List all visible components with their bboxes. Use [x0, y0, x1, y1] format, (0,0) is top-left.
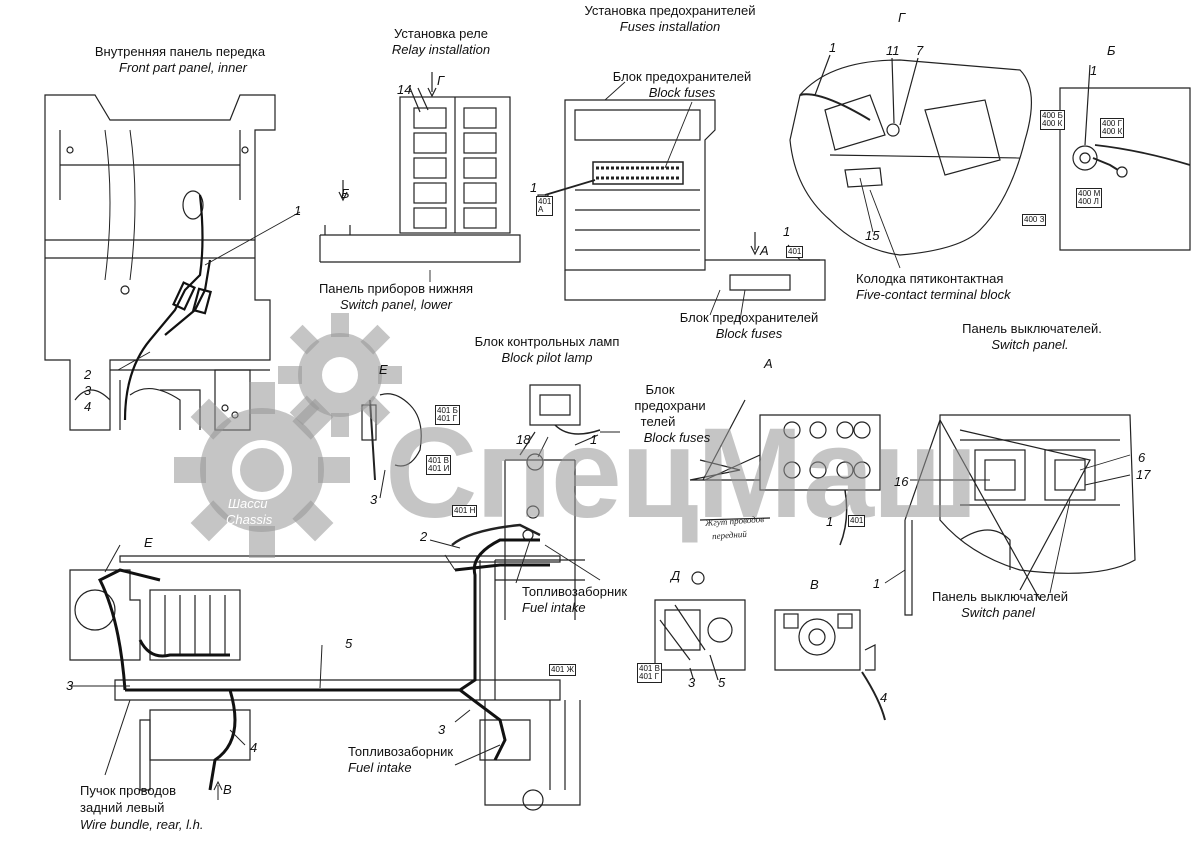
block-fuses-a-en: Block fuses [643, 430, 711, 445]
block-fuses-a-ru3: телей [640, 414, 676, 429]
callout-5-chassis: 5 [345, 636, 353, 651]
block-fuses-a-ru1: Блок [645, 382, 675, 397]
callout-4-front: 4 [84, 399, 92, 414]
callout-1-g: 1 [829, 40, 837, 55]
callout-14: 14 [397, 82, 412, 97]
block-fuses-bottom-en: Block fuses [715, 326, 783, 341]
chassis-drawing [69, 555, 581, 811]
view-e-left-letter: Е [144, 535, 153, 550]
wire-tag: 401 Ж [549, 664, 576, 676]
fuses-title-ru: Установка предохранителей [584, 3, 756, 18]
arrow-v-letter: В [223, 782, 232, 797]
fuel-intake-2-ru: Топливозаборник [348, 744, 454, 759]
switch-panel-dot-ru: Панель выключателей. [962, 321, 1102, 336]
switch-panel-bottom-en: Switch panel [961, 605, 1035, 620]
callout-6: 6 [1138, 450, 1146, 465]
view-b-drawing [1059, 64, 1191, 251]
block-fuses-top-ru: Блок предохранителей [612, 69, 752, 84]
callout-3-front: 3 [84, 383, 92, 398]
fuel-intake-2-en: Fuel intake [348, 760, 412, 775]
wire-tag: 401 [848, 515, 866, 527]
relay-title-ru: Установка реле [394, 26, 488, 41]
relay-drawing [319, 72, 521, 263]
wire-bundle-ru2: задний левый [80, 800, 165, 815]
fuel-intake-1-ru: Топливозаборник [522, 584, 628, 599]
callout-1-a: 1 [826, 514, 834, 529]
wire-tag: 400 М 400 Л [1076, 188, 1103, 208]
wire-tag: 401 Н [452, 505, 478, 517]
view-a-letter: А [764, 356, 773, 371]
switch-lower-en: Switch panel, lower [340, 297, 452, 312]
callout-11: 11 [886, 43, 900, 58]
switch-panel-bottom-ru: Панель выключателей [931, 589, 1069, 604]
front-panel-title-en: Front part panel, inner [119, 60, 247, 75]
view-v-drawing [774, 609, 886, 721]
view-g-letter: Г [898, 10, 906, 25]
view-b-letter: Б [1107, 43, 1116, 58]
callout-3-d: 3 [688, 675, 696, 690]
block-fuses-a-ru2: предохрани [634, 398, 706, 413]
callout-1-b: 1 [1090, 63, 1098, 78]
wire-bundle-en: Wire bundle, rear, l.h. [80, 817, 204, 832]
fuses-drawing [537, 99, 826, 301]
callout-3-chassis: 3 [66, 678, 74, 693]
callout-7: 7 [916, 43, 924, 58]
callout-18: 18 [516, 432, 531, 447]
callout-3-mid: 3 [370, 492, 378, 507]
callout-17: 17 [1136, 467, 1151, 482]
view-v-letter: В [810, 577, 819, 592]
callout-2-front: 2 [84, 367, 92, 382]
callout-1-fuse-b: 1 [783, 224, 791, 239]
watermark-text: СпецМаш [385, 402, 979, 545]
view-d-drawing [654, 571, 746, 681]
wire-tag: 401 A [536, 196, 554, 216]
callout-1-fuse: 1 [530, 180, 538, 195]
view-a-drawing [689, 399, 881, 546]
callout-1-lamp: 1 [590, 432, 598, 447]
callout-2-mid: 2 [420, 529, 428, 544]
switch-panel-dot-en: Switch panel. [991, 337, 1069, 352]
relay-title-en: Relay installation [391, 42, 491, 57]
callout-4-v: 4 [880, 690, 888, 705]
pilot-lamp-ru: Блок контрольных ламп [474, 334, 620, 349]
five-contact-ru: Колодка пятиконтактная [856, 271, 1004, 286]
callout-4-chassis: 4 [250, 740, 258, 755]
watermark-gear-ru: Шасси [228, 496, 268, 511]
watermark-gear-en: Chassis [226, 512, 273, 527]
callout-3-chassis-b: 3 [438, 722, 446, 737]
block-fuses-top-en: Block fuses [648, 85, 716, 100]
view-e-mid-letter: Е [379, 362, 388, 377]
arrow-g-letter: Г [437, 73, 445, 88]
wire-tag: 401 [786, 246, 804, 258]
chassis-wires [97, 538, 550, 791]
callout-1-front: 1 [294, 203, 302, 218]
five-contact-en: Five-contact terminal block [856, 287, 1011, 302]
callout-1-sw: 1 [873, 576, 881, 591]
fuel-intake-1-en: Fuel intake [522, 600, 586, 615]
switch-lower-ru: Панель приборов нижняя [318, 281, 474, 296]
front-panel-title-ru: Внутренняя панель передка [94, 44, 266, 59]
arrow-a-letter: А [760, 243, 769, 258]
wire-tag: 400 Г 400 К [1100, 118, 1125, 138]
callout-5-d: 5 [718, 675, 726, 690]
fuses-title-en: Fuses installation [619, 19, 721, 34]
front-panel-drawing [44, 94, 276, 431]
block-fuses-bottom-ru: Блок предохранителей [679, 310, 819, 325]
wire-tag: 401 Б 401 Г [435, 405, 460, 425]
wire-tag: 400 Б 400 К [1040, 110, 1065, 130]
wire-bundle-ru1: Пучок проводов [80, 783, 177, 798]
wire-tag: 401 В 401 Г [637, 663, 662, 683]
front-panel-wires [123, 194, 212, 421]
gear-watermark [174, 313, 402, 558]
wire-tag: 400 З [1022, 214, 1047, 226]
callout-15: 15 [865, 228, 880, 243]
wire-tag: 401 В 401 И [426, 455, 452, 475]
arrow-b-letter: Б [341, 186, 350, 201]
view-d-letter: Д [671, 568, 681, 583]
callout-16: 16 [894, 474, 909, 489]
pilot-lamp-en: Block pilot lamp [501, 350, 593, 365]
view-g-drawing [789, 54, 1033, 256]
